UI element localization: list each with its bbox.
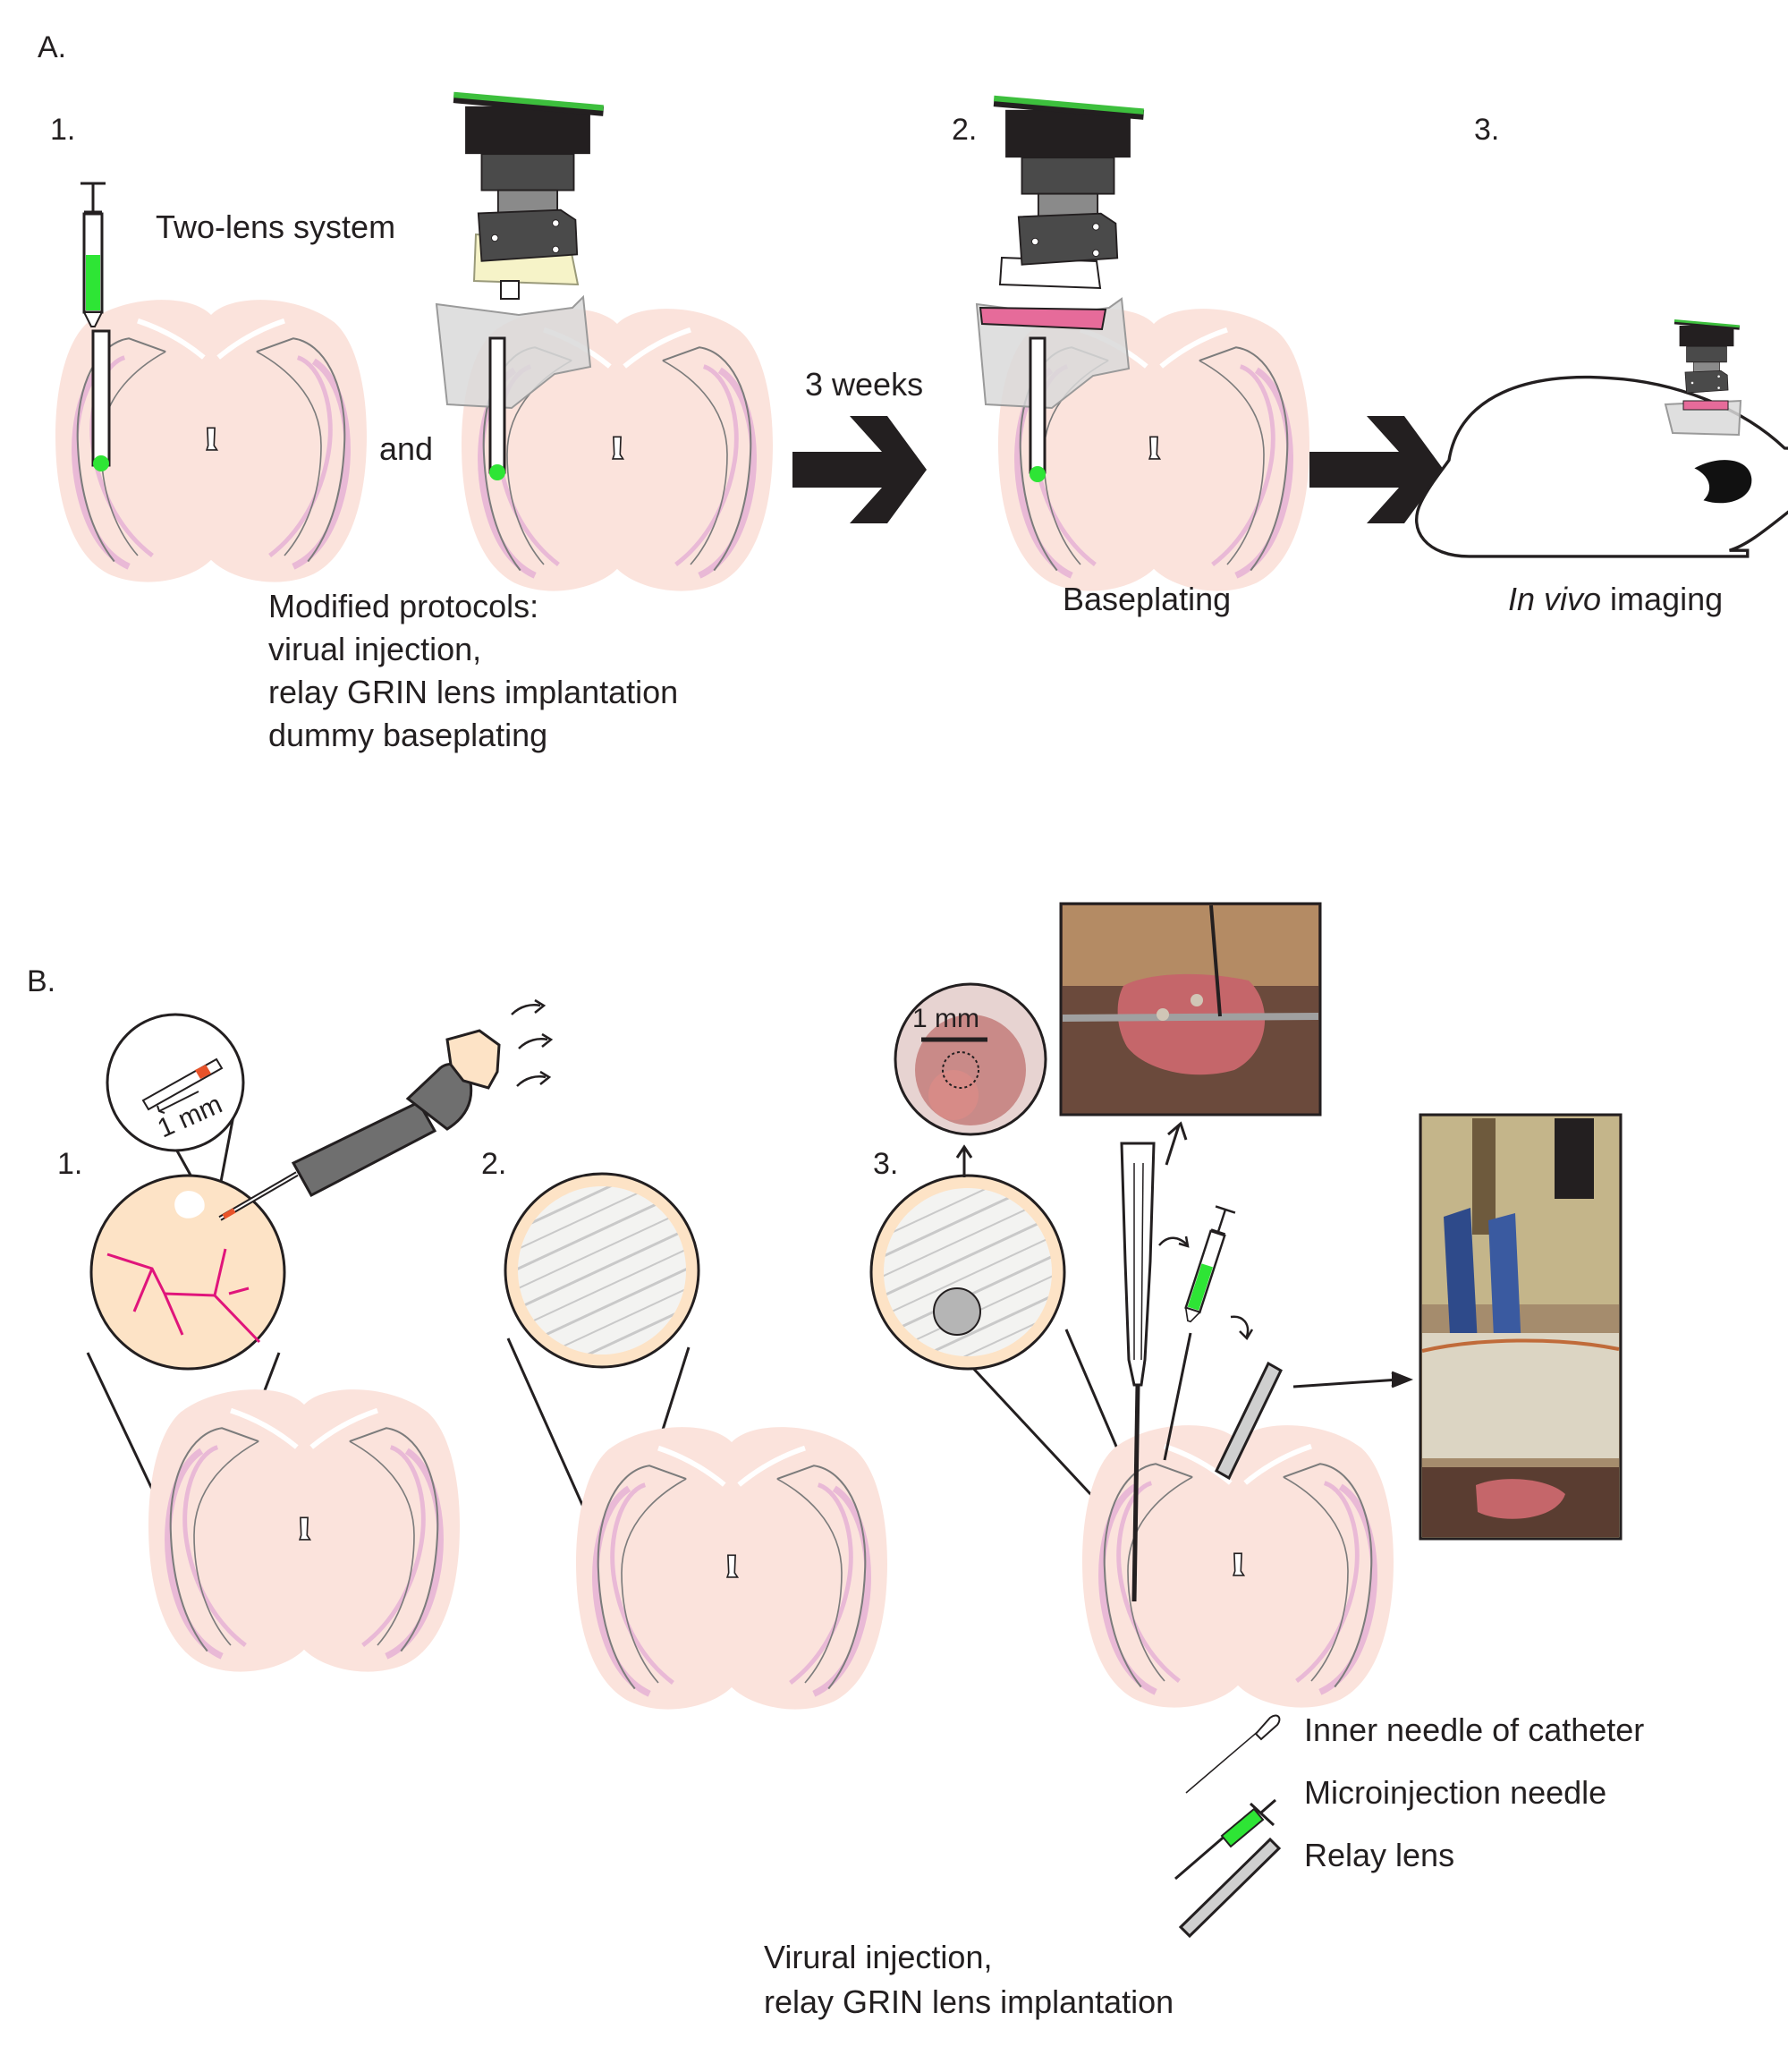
injection-site-a3 <box>1030 466 1046 482</box>
imaging-text: imaging <box>1601 581 1723 617</box>
mesh-closeup-b3 <box>869 1174 1066 1371</box>
skull-closeup-b1 <box>89 1174 286 1371</box>
legend-item-microinjection: Microinjection needle <box>1174 1774 1606 1881</box>
mouse-headmount <box>1664 320 1741 437</box>
panel-b-step2-number: 2. <box>481 1147 506 1181</box>
blood-vessels <box>106 1248 261 1344</box>
legend-label-catheter: Inner needle of catheter <box>1304 1711 1644 1748</box>
injection-site-a2 <box>489 464 505 480</box>
panel-a-label: A. <box>38 30 66 64</box>
baseplating-caption: Baseplating <box>1063 581 1231 617</box>
microinjection-syringe <box>1163 1205 1237 1461</box>
panel-b-step3-number: 3. <box>873 1147 898 1181</box>
legend-item-catheter: Inner needle of catheter <box>1185 1711 1644 1794</box>
brain-b3 <box>1082 1425 1394 1708</box>
two-lens-label: Two-lens system <box>156 208 395 245</box>
relay-lens-a1 <box>91 329 111 467</box>
craniotomy-hole <box>933 1287 981 1336</box>
panel-b-step1-number: 1. <box>57 1147 82 1181</box>
legend-label-relay-lens: Relay lens <box>1304 1837 1454 1873</box>
microscope-a2 <box>994 98 1143 265</box>
surgery-photo-2 <box>1419 1113 1623 1541</box>
relay-lens-b3 <box>1215 1361 1283 1481</box>
catheter-needle <box>1120 1142 1156 1602</box>
legend-label-microinjection: Microinjection needle <box>1304 1774 1606 1811</box>
relay-lens-a3 <box>1029 336 1047 474</box>
panel-a-step2-number: 2. <box>952 113 977 147</box>
panel-a-step1-number: 1. <box>50 113 75 147</box>
up-arrow-b3 <box>955 1144 973 1177</box>
injection-site-a1 <box>93 455 109 471</box>
and-label: and <box>379 430 433 467</box>
syringe-a1 <box>79 182 107 328</box>
relay-lens-a2 <box>488 336 506 474</box>
photo-arrow-1 <box>1165 1121 1188 1166</box>
panel-b-label: B. <box>27 964 55 998</box>
panel-b-caption-2: relay GRIN lens implantation <box>764 1983 1174 2020</box>
mesh-closeup-b2 <box>504 1172 700 1369</box>
dental-cement-a2 <box>435 294 592 410</box>
arrow-a2 <box>1309 416 1444 523</box>
drill-scale-inset: 1 mm <box>106 1013 245 1152</box>
bone-fragment <box>445 998 554 1090</box>
modified-protocols: Modified protocols: virual injection, re… <box>268 588 678 753</box>
curved-arrows-b3 <box>1158 1236 1254 1341</box>
protocols-item-3: dummy baseplating <box>268 717 547 753</box>
photo-arrow-2 <box>1292 1371 1414 1388</box>
protocols-item-2: relay GRIN lens implantation <box>268 674 678 710</box>
panel-a-step3-number: 3. <box>1474 113 1499 147</box>
microscope-photo-inset: 1 mm <box>894 982 1047 1136</box>
legend-item-relay-lens: Relay lens <box>1178 1837 1454 1939</box>
in-vivo-caption: In vivo imaging <box>1508 581 1723 617</box>
protocols-title: Modified protocols: <box>268 588 538 624</box>
arrow-a1 <box>792 416 927 523</box>
protocols-item-1: virual injection, <box>268 631 481 667</box>
in-vivo-italic: In vivo <box>1508 581 1601 617</box>
brain-b2 <box>576 1427 887 1710</box>
panel-b-caption-1: Virural injection, <box>764 1939 992 1975</box>
surgery-photo-1 <box>1059 902 1322 1117</box>
drill-tool <box>218 1062 473 1221</box>
delay-label: 3 weeks <box>805 366 923 403</box>
photo-scale-label: 1 mm <box>912 1004 979 1033</box>
brain-b1 <box>148 1389 460 1672</box>
baseplate-a3 <box>979 256 1107 331</box>
legend: Inner needle of catheter Microinjection … <box>1174 1711 1644 1939</box>
